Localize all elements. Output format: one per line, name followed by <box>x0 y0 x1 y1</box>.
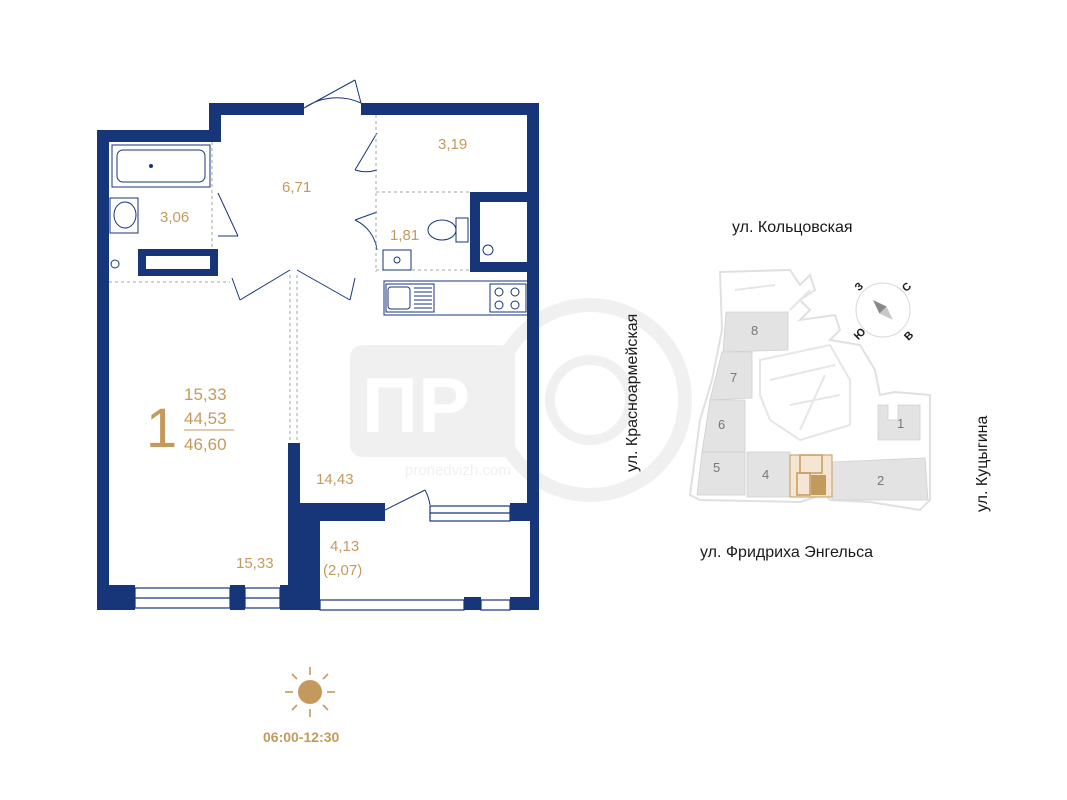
wall-loggia-right-side <box>530 521 539 610</box>
door-entrance <box>303 79 362 109</box>
building-7 <box>709 351 753 401</box>
stove <box>489 283 527 313</box>
door-bedroom <box>231 269 291 301</box>
toilet <box>427 219 457 241</box>
room-area-loggia: 4,13 <box>330 538 359 555</box>
watermark-logo: ПР <box>362 361 470 449</box>
wall-loggia-right <box>510 503 539 521</box>
wall-top-center <box>209 103 304 115</box>
room-area-loggia-reduced: (2,07) <box>323 562 362 579</box>
wall-loggia-left-side <box>300 521 320 610</box>
watermark: ПР pronedvizh.com <box>350 298 692 502</box>
rooms-count: 1 <box>146 396 177 459</box>
room-area-kitchen: 14,43 <box>316 471 354 488</box>
street-east: ул. Куцыгина <box>974 416 991 512</box>
wall-top-left <box>97 130 209 142</box>
building-label: 1 <box>897 416 904 431</box>
compass-west: Ю <box>852 326 869 343</box>
building-label: 8 <box>751 323 758 338</box>
apartment-summary: 1 15,33 44,53 46,60 <box>146 385 234 459</box>
area-full: 46,60 <box>184 435 227 454</box>
door-kitchen <box>296 269 356 301</box>
kitchen-sink <box>385 283 435 313</box>
street-north: ул. Кольцовская <box>732 219 853 236</box>
compass-icon: З В С Ю <box>852 280 916 343</box>
building-label: 5 <box>713 460 720 475</box>
wall-bottom-left <box>97 585 135 610</box>
wall-right <box>527 103 539 518</box>
riser <box>482 244 494 256</box>
building-1 <box>877 404 921 441</box>
door-bath <box>217 192 239 237</box>
watermark-site: pronedvizh.com <box>405 462 511 479</box>
sun-time: 06:00-12:30 <box>263 729 339 745</box>
window-loggia <box>319 599 465 611</box>
room-area-bathroom: 3,06 <box>160 209 189 226</box>
wall-loggia-bottom-1 <box>464 597 481 610</box>
bathtub <box>111 144 211 188</box>
building-label: 2 <box>877 473 884 488</box>
watermark-ring <box>488 298 692 502</box>
fixtures <box>109 144 529 316</box>
wall-top-right <box>361 103 539 115</box>
building-label: 7 <box>730 370 737 385</box>
apartment-marker <box>811 475 826 495</box>
building-5 <box>696 451 746 496</box>
room-area-hall: 6,71 <box>282 179 311 196</box>
windows <box>134 505 511 611</box>
wall-left <box>97 130 109 610</box>
room-area-storage: 3,19 <box>438 136 467 153</box>
street-west: ул. Красноармейская <box>624 314 641 472</box>
room-labels: 3,06 6,71 3,19 1,81 14,43 15,33 4,13 (2,… <box>160 136 467 579</box>
compass-south: В <box>902 329 916 343</box>
door-wc <box>354 211 378 251</box>
watermark-logo-box <box>350 345 515 457</box>
wall-bottom-mid <box>230 585 245 610</box>
site-plan: 8 7 6 5 4 2 1 ул. Кольцовская ул. Фридри… <box>624 219 991 561</box>
dashed-partitions <box>109 115 470 443</box>
site-outline <box>688 268 931 512</box>
building-label: 6 <box>718 417 725 432</box>
wall-bedroom-kitchen <box>288 443 300 610</box>
watermark-ring-inner <box>545 355 635 445</box>
building-label: 4 <box>762 467 769 482</box>
door-loggia <box>384 489 431 511</box>
wall-shaft-top <box>470 192 539 202</box>
building-8 <box>722 311 789 353</box>
room-area-bedroom: 15,33 <box>236 555 274 572</box>
sun-icon <box>285 667 335 717</box>
compass-north: З <box>853 280 866 293</box>
wall-shaft-left <box>470 192 480 272</box>
building-current <box>789 454 833 498</box>
washbasin <box>109 197 139 234</box>
area-total: 44,53 <box>184 409 227 428</box>
area-living: 15,33 <box>184 385 227 404</box>
walls <box>97 103 539 610</box>
kitchen-counter <box>383 280 529 316</box>
wall-shaft-bottom <box>470 262 539 272</box>
doors <box>217 79 431 511</box>
room-area-wc: 1,81 <box>390 227 419 244</box>
wall-loggia-left <box>300 503 385 521</box>
compass-east: С <box>900 280 914 294</box>
street-south: ул. Фридриха Энгельса <box>700 544 873 561</box>
wc-sink <box>382 249 412 271</box>
door-storage <box>354 132 378 173</box>
